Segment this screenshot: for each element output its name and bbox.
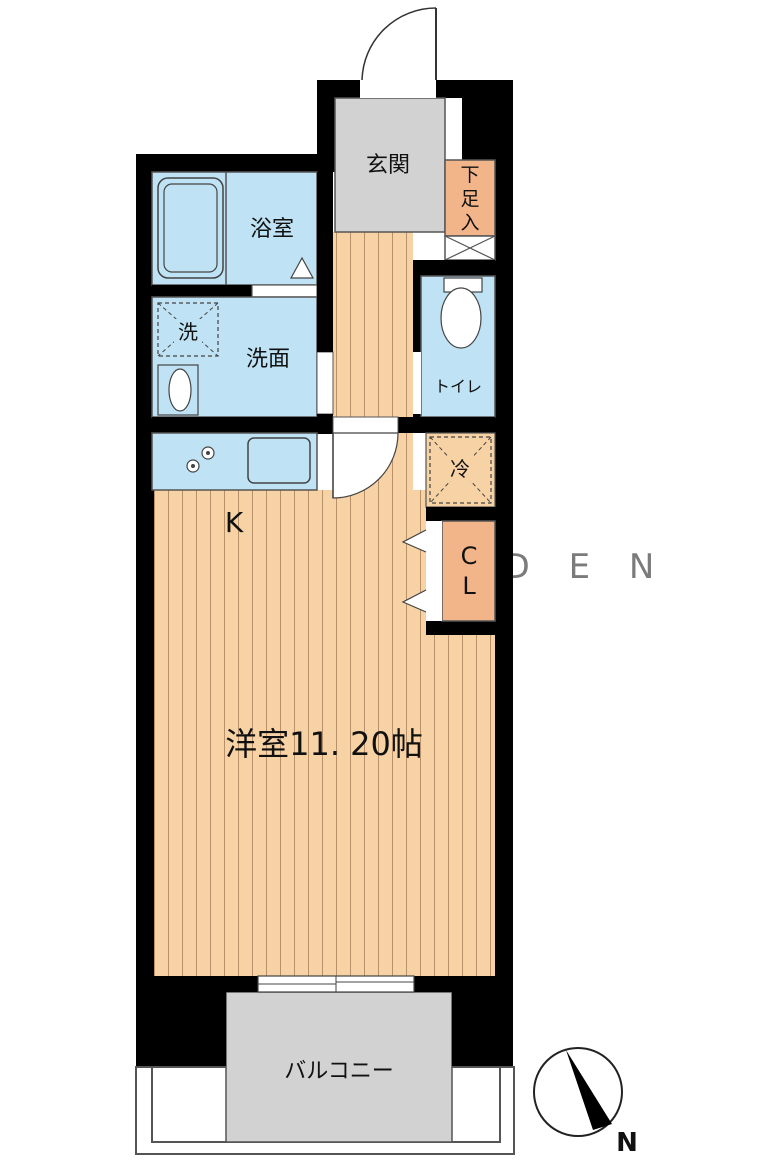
stove-icon <box>186 446 215 473</box>
shoe-box-char-1: 下 <box>460 164 479 186</box>
kitchen-counter <box>151 432 318 491</box>
shoe-box-char-2: 足 <box>460 188 479 210</box>
bathtub-icon <box>157 177 224 279</box>
shoe-box: 下 足 入 <box>444 159 496 261</box>
fridge-mark: 冷 <box>450 457 470 481</box>
kitchen-sink-icon <box>247 437 311 484</box>
washroom-label: 洗面 <box>246 347 290 372</box>
entrance: 玄関 <box>334 97 446 233</box>
washroom: 洗 洗面 <box>151 296 334 418</box>
room-door-icon <box>332 432 399 499</box>
door-swing-icon <box>360 7 437 98</box>
toilet: トイレ <box>413 260 496 418</box>
bath-label: 浴室 <box>250 217 294 242</box>
western-room-label: 洋室11. 20帖 <box>225 725 423 763</box>
balcony: バルコニー <box>135 991 515 1155</box>
closet-char-2: L <box>462 572 476 600</box>
compass-north-label: N <box>616 1128 638 1158</box>
closet: C L <box>401 507 513 635</box>
balcony-window <box>257 975 415 993</box>
closet-char-1: C <box>461 542 478 570</box>
shoe-box-char-3: 入 <box>460 212 479 234</box>
toilet-icon <box>440 277 483 349</box>
bath: 浴室 <box>151 171 318 286</box>
compass-icon: N <box>533 1047 638 1158</box>
balcony-label: バルコニー <box>284 1059 394 1084</box>
fridge-icon: 冷 <box>425 432 496 508</box>
entrance-label: 玄関 <box>366 153 410 178</box>
kitchen-label: K <box>225 506 244 539</box>
toilet-label: トイレ <box>434 377 482 396</box>
washer-mark: 洗 <box>178 320 198 344</box>
